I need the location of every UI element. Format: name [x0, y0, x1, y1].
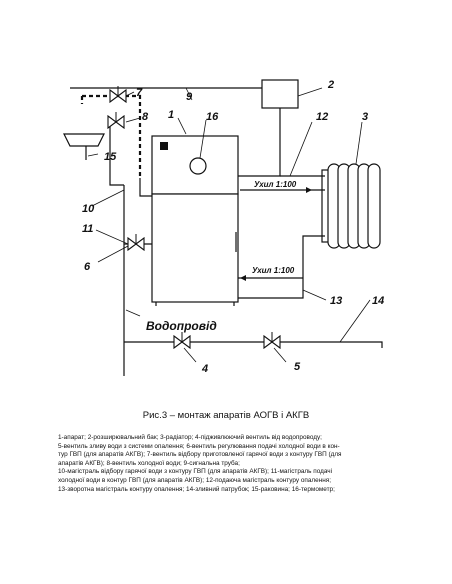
label-15: 15 [104, 151, 117, 163]
label-6: 6 [84, 261, 91, 273]
slope-arrow-upper [306, 187, 312, 193]
sink [63, 133, 105, 147]
radiator-fin-5 [367, 163, 381, 249]
figure-caption: Рис.3 – монтаж апаратів АОГВ і АКГВ [142, 410, 310, 421]
label-8: 8 [142, 111, 149, 123]
slope-label-lower: Ухил 1:100 [252, 266, 295, 275]
label-16: 16 [206, 111, 219, 123]
label-4: 4 [201, 363, 208, 375]
label-10: 10 [82, 203, 95, 215]
label-2: 2 [327, 79, 334, 91]
label-14: 14 [372, 295, 384, 307]
label-1: 1 [168, 109, 174, 121]
hot-water-dashed-pipe [80, 94, 142, 178]
label-12: 12 [316, 111, 328, 123]
legend-line: апаратів АКГВ); 8-вентиль холодної води;… [58, 459, 240, 467]
slope-label-upper: Ухил 1:100 [254, 180, 297, 189]
label-5: 5 [294, 361, 301, 373]
expansion-tank [261, 79, 299, 109]
label-7: 7 [136, 87, 143, 99]
legend-line: холодної води в контур ГВП (для апаратів… [58, 476, 331, 484]
water-supply-label: Водопровід [146, 319, 217, 333]
slope-arrow-lower [240, 275, 246, 281]
hot-water-line [139, 178, 152, 197]
apparatus-top [151, 135, 239, 195]
legend-line: 5-вентиль зливу води з системи опалення;… [58, 442, 340, 450]
label-3: 3 [362, 111, 368, 123]
return-main [238, 235, 325, 299]
heating-installation-diagram: 1 2 3 4 5 6 7 8 9 10 11 12 13 14 15 16 У… [63, 79, 384, 376]
legend-line: 1-апарат; 2-розширювальний бак; 3-радіат… [58, 434, 322, 441]
thermometer [189, 157, 207, 175]
legend-line: 13-зворотна магістраль контуру опалення;… [58, 485, 335, 493]
supply-main [238, 122, 281, 177]
legend-line: 10-магістраль відбору гарячої води з кон… [58, 468, 333, 476]
apparatus-body [151, 193, 239, 303]
label-13: 13 [330, 295, 342, 307]
cold-water-line [109, 126, 124, 186]
legend-line: тур ГВП (для апаратів АКГВ); 7-вентиль в… [58, 451, 342, 459]
apparatus-logo [160, 142, 168, 150]
label-11: 11 [82, 223, 93, 235]
legend-text: 1-апарат; 2-розширювальний бак; 3-радіат… [58, 434, 398, 494]
water-main-horizontal [124, 341, 383, 348]
label-9: 9 [186, 91, 193, 103]
